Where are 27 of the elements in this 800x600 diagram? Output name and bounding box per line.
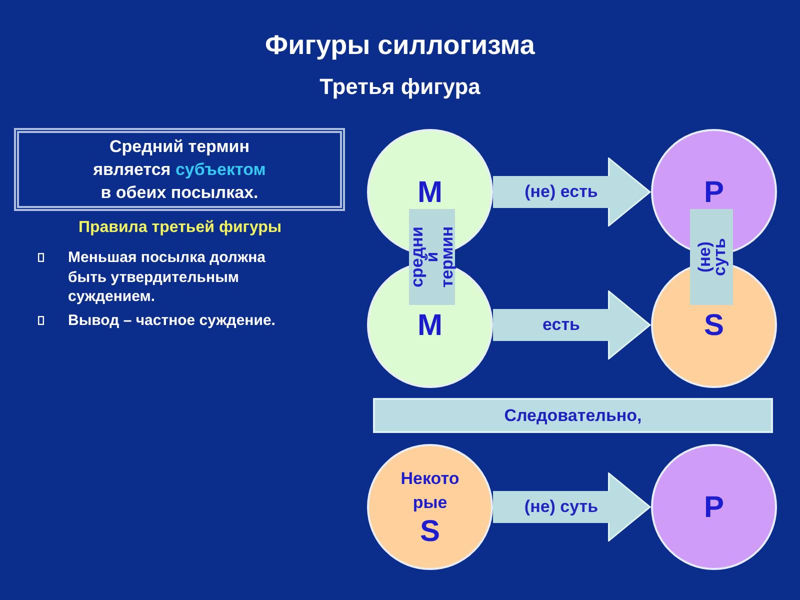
slide-title: Фигуры силлогизма	[265, 30, 535, 61]
rule-text: Меньшая посылка должна быть утвердительным суждением.	[68, 248, 266, 306]
term-circle	[367, 444, 493, 570]
edge-label: (не) суть	[522, 497, 600, 517]
term-circle	[651, 444, 777, 570]
definition-box	[14, 128, 345, 211]
block-arrow	[493, 156, 652, 228]
conclusion-text: Следовательно,	[504, 406, 642, 426]
term-letter: P	[704, 490, 724, 524]
definition-text: Средний термин является субъектом в обеих посылках.	[92, 136, 267, 204]
quantifier-text: Некоторые	[400, 468, 460, 514]
term-letter: S	[420, 514, 440, 548]
vertical-label-box	[690, 209, 733, 305]
term-letter: M	[418, 176, 442, 208]
vertical-label: средний термин	[410, 225, 454, 290]
conclusion-band	[373, 398, 773, 433]
block-arrow	[493, 472, 652, 542]
slide-subtitle: Третья фигура	[320, 74, 480, 100]
term-letter: M	[418, 308, 442, 342]
block-arrow	[493, 290, 652, 360]
rules-heading: Правила третьей фигуры	[78, 219, 282, 237]
vertical-label-box	[409, 209, 455, 305]
vertical-label: (не) суть	[696, 237, 726, 278]
edge-label: (не) есть	[522, 182, 600, 202]
rule-text: Вывод – частное суждение.	[68, 311, 276, 330]
term-letter: P	[704, 176, 724, 208]
term-letter: S	[704, 308, 724, 342]
